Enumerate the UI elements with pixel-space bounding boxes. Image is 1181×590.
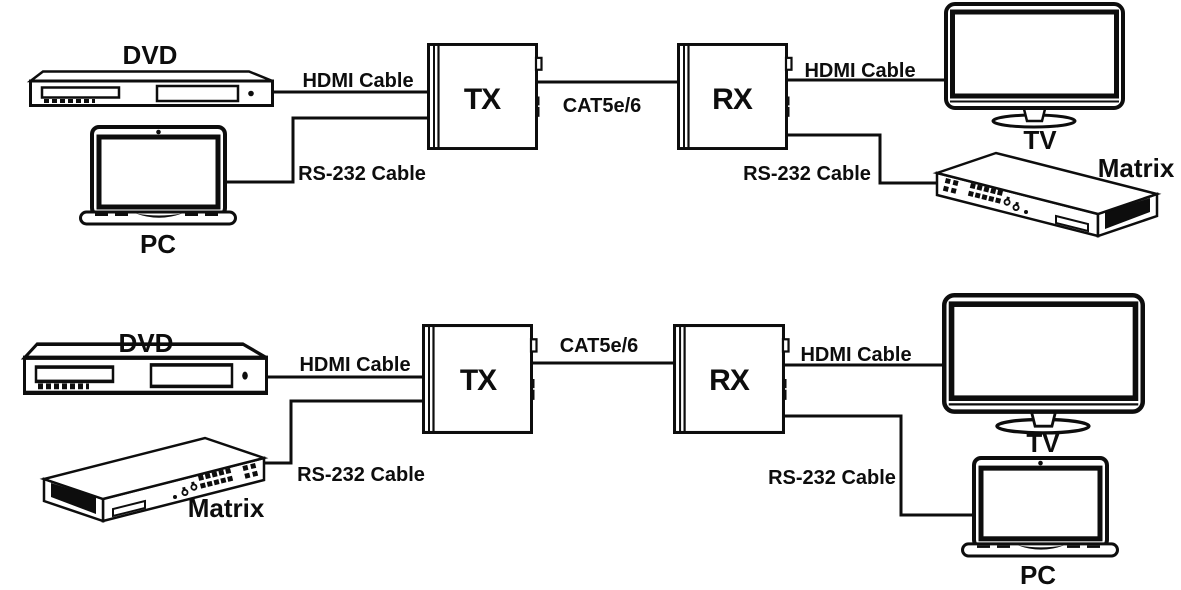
tx-label: TX [464,83,501,116]
rs232-cable-label-right: RS-232 Cable [768,467,896,489]
laptop-pc-icon [81,127,236,224]
pc-label: PC [1020,560,1056,590]
tv-icon [944,295,1143,433]
cat5-link-label: CAT5e/6 [560,335,639,357]
hdmi-cable-label-left: HDMI Cable [302,70,413,92]
dvd-label: DVD [123,40,178,70]
rs232-cable-label-right: RS-232 Cable [743,163,871,185]
tv-icon [946,4,1123,127]
matrix-label: Matrix [1098,153,1175,183]
matrix-label: Matrix [188,493,265,523]
dvd-label: DVD [119,328,174,358]
tv-label: TV [1023,125,1057,155]
tv-label: TV [1026,428,1060,458]
pc-label: PC [140,229,176,259]
rs232-cable-label-left: RS-232 Cable [297,464,425,486]
rs232-cable-line-bottom-right [783,414,974,517]
hdmi-cable-label-right: HDMI Cable [804,60,915,82]
diagram-bottom: DVD Matrix HDMI Cable RS-232 Cable TX CA… [25,295,1143,590]
rs232-cable-line-top-right [786,133,936,185]
diagram-top: DVD PC HDMI Cable RS-232 Cable TX CAT5e/… [28,4,1175,259]
laptop-pc-icon [963,458,1118,556]
rs232-cable-line-top-left [225,116,428,184]
dvd-player-icon [28,69,275,108]
rx-label: RX [709,364,750,397]
tx-label: TX [460,364,497,397]
cat5-link-label: CAT5e/6 [563,95,642,117]
rs232-cable-line-bottom-left [264,399,423,465]
hdmi-cable-label-left: HDMI Cable [299,354,410,376]
rx-label: RX [712,83,753,116]
hdmi-cable-label-right: HDMI Cable [800,344,911,366]
rs232-cable-label-left: RS-232 Cable [298,163,426,185]
